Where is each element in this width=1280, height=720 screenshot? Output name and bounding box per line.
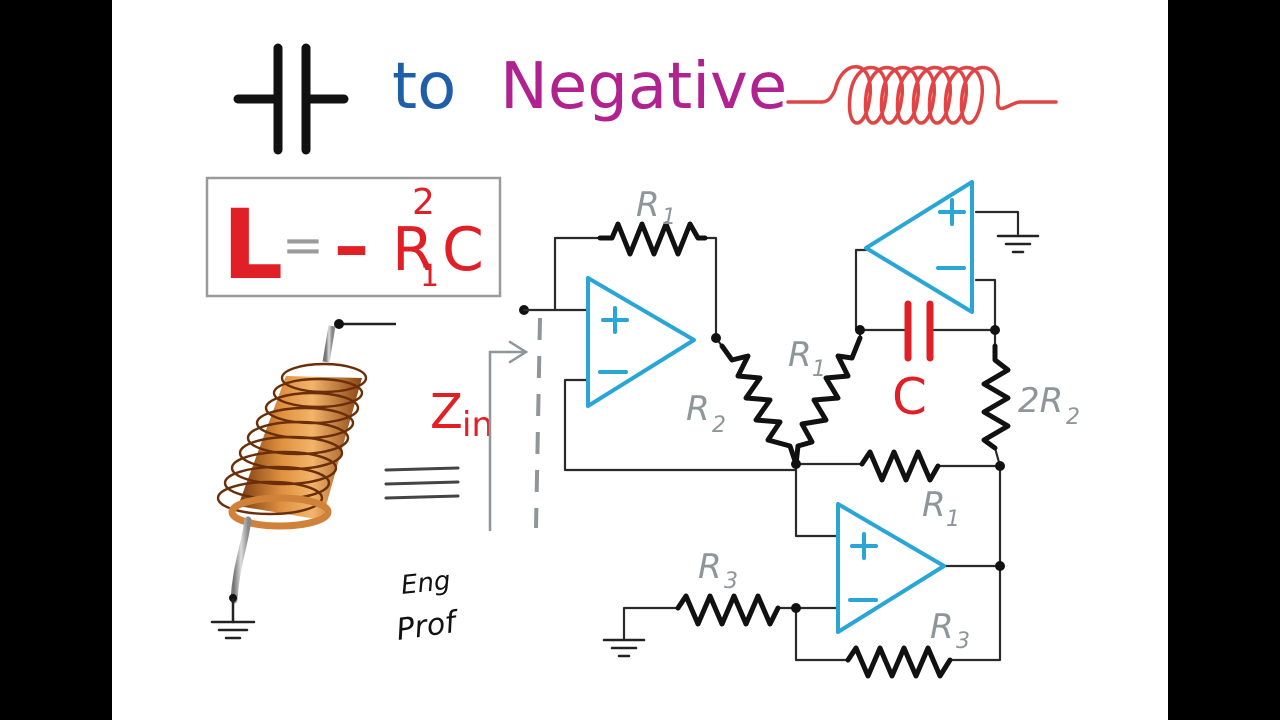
formula-minus: –: [334, 205, 369, 287]
circuit-nodes: [711, 325, 1005, 613]
label-r3-right: R: [930, 607, 954, 647]
inductor-coil-illustration: [210, 319, 396, 640]
formula-C: C: [442, 215, 484, 285]
ground-icon: [996, 234, 1040, 254]
component-labels: R 1 R 1 R 2 2R 2 C R 1 R 3 R 3: [636, 185, 1080, 654]
label-r3-right-sub: 3: [956, 629, 970, 654]
label-r1-mid-sub: 1: [812, 357, 826, 382]
resistor-r2: [719, 343, 799, 467]
inductor-symbol-icon: [786, 65, 1058, 125]
opamp-1: [586, 276, 696, 408]
resistor-r1-top: [597, 221, 708, 257]
label-r1-low: R: [922, 485, 946, 525]
resistor-2r2: [981, 343, 1011, 451]
label-r3-left: R: [698, 547, 722, 587]
zin-subscript: in: [462, 405, 493, 445]
equivalence-sign: [384, 466, 460, 500]
opamp-3: [836, 502, 946, 634]
engprof-logo: Eng Prof: [394, 566, 462, 648]
label-r1-low-sub: 1: [946, 507, 960, 532]
ground-icon: [602, 638, 646, 658]
opamp-2: [864, 180, 974, 314]
formula-L: L: [222, 189, 283, 301]
logo-line1: Eng: [400, 566, 452, 601]
label-r1-top-sub: 1: [662, 205, 676, 230]
label-r2-sub: 2: [712, 413, 726, 438]
title-negative: Negative: [500, 50, 787, 124]
label-r1-top: R: [636, 185, 660, 225]
capacitor-c: [904, 300, 934, 362]
formula-superscript: 2: [412, 182, 435, 223]
resistor-r3-left: [675, 593, 781, 627]
label-2r2-sub: 2: [1066, 405, 1080, 430]
formula-R-subscript: 1: [420, 259, 439, 294]
formula-equals: =: [282, 216, 324, 274]
logo-line2: Prof: [394, 604, 462, 648]
resistor-r1-mid: [793, 335, 863, 467]
title-to: to: [392, 50, 456, 124]
formula: L = – R 1 2 C: [222, 182, 484, 301]
label-r2: R: [686, 389, 710, 429]
formula-R: R: [392, 215, 434, 285]
formula-box: [205, 176, 502, 298]
ground-icon: [210, 598, 256, 640]
resistor-r3-right: [845, 645, 953, 679]
port-dashed-line: [534, 317, 542, 529]
zin-arrow: [488, 340, 529, 532]
zin-Z: Z: [430, 384, 463, 440]
resistor-r1-low: [859, 449, 941, 483]
label-r3-left-sub: 3: [724, 569, 738, 594]
label-r1-mid: R: [788, 335, 812, 375]
capacitor-symbol-icon: [233, 43, 349, 155]
label-2r2: 2R: [1018, 381, 1063, 421]
label-c: C: [892, 368, 927, 426]
slide-canvas: [112, 0, 1168, 720]
